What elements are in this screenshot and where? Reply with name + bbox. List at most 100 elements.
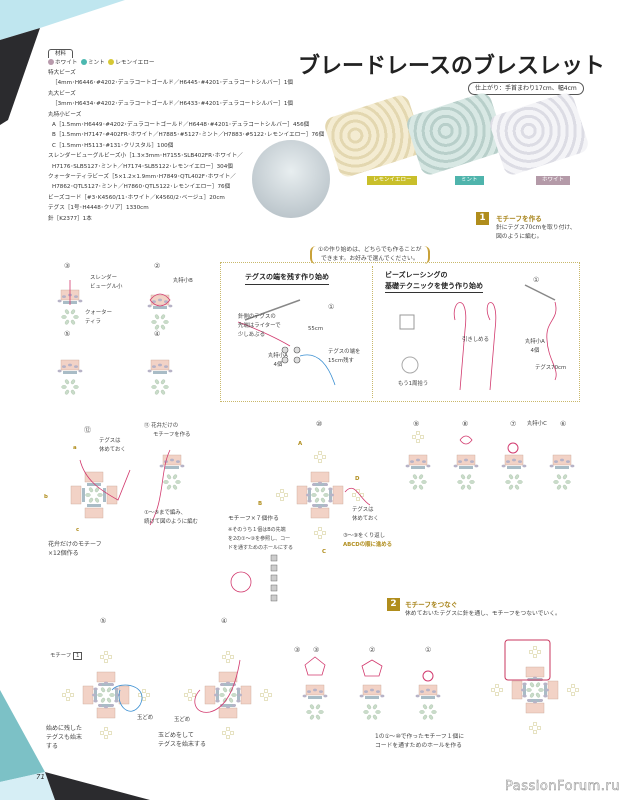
again-label: もう1周拾う <box>398 381 429 387</box>
flower-bead <box>222 687 228 693</box>
cross-bead <box>352 493 356 497</box>
cross-bead <box>142 697 146 701</box>
flower-bead <box>422 714 428 720</box>
flower-bead <box>151 320 157 324</box>
cross-bead <box>66 697 70 701</box>
cross-bead <box>533 654 537 658</box>
petal-bead <box>533 700 537 704</box>
cross-bead <box>567 688 571 692</box>
cross-bead <box>314 455 318 459</box>
bead-c <box>507 442 519 454</box>
petal-bead <box>168 369 173 373</box>
flower-bead <box>466 484 472 490</box>
cross-bead <box>537 726 541 730</box>
step-number: ⑤ <box>64 330 71 338</box>
step-number: ② <box>369 646 376 654</box>
flower-bead <box>419 710 425 714</box>
flower-bead <box>508 484 514 490</box>
petal-bead <box>68 363 72 367</box>
step2-caption: 1の①〜⑩で作ったモチーフ１個にコードを通すためのホールを作る <box>375 734 465 749</box>
cross-bead <box>104 735 108 739</box>
flower-bead <box>154 314 160 320</box>
bugle-beads <box>82 685 94 705</box>
cross-bead <box>495 692 499 696</box>
petal-bead <box>318 505 322 509</box>
cross-bead <box>360 493 364 497</box>
step-number: ① <box>533 276 540 284</box>
flower-bead <box>315 714 321 720</box>
flower-bead <box>163 320 169 324</box>
pull-label: 引きしめる <box>462 337 489 343</box>
cross-bead <box>533 722 537 726</box>
step-number: ① <box>425 646 432 654</box>
petal-bead <box>215 699 220 703</box>
flower-bead <box>366 704 372 710</box>
petal-bead <box>370 688 374 692</box>
material-line: ［3mm･H6434･#4202･デュラコートゴールド／H6433･#4201･… <box>52 101 293 108</box>
quarter-tila <box>221 683 235 686</box>
thread-path <box>237 321 291 347</box>
flower-bead <box>409 480 415 484</box>
cross-bead <box>575 688 579 692</box>
bugle-beads <box>84 471 104 483</box>
flower-bead <box>88 487 94 493</box>
cross-bead <box>104 659 108 663</box>
quarter-tila <box>555 466 569 469</box>
materials-tag: 材料 <box>48 49 74 58</box>
bugle-beads <box>218 707 238 719</box>
petal-bead <box>236 687 241 691</box>
material-line: ビーズコード［#3･K4560/11･ホワイト／K4560/2･ベージュ］20c… <box>48 194 225 201</box>
petal-bead <box>176 460 180 464</box>
cross-bead <box>276 493 280 497</box>
material-line: 丸大ビーズ <box>48 90 76 97</box>
flower-bead <box>562 484 568 490</box>
petal-bead <box>62 295 66 299</box>
petal-bead <box>527 698 531 702</box>
petal-bead <box>104 681 108 685</box>
material-line: スレンダービューグルビーズ小［1.3×3mm･H7155･SLB402FR･ホワ… <box>48 153 243 160</box>
petal-bead <box>158 298 162 302</box>
start-note: ①の作り始めは、どちらでも作ることができます。お好みで選んでください。 <box>310 246 430 264</box>
bugle-beads <box>106 485 118 505</box>
color-legend: ホワイト ミント レモンイエロー <box>48 58 154 68</box>
page-title: ブレードレースのブレスレット <box>298 53 605 79</box>
flower-bead <box>154 324 160 330</box>
motif-label: モチーフ 1 <box>50 652 83 661</box>
flower-bead <box>64 309 70 315</box>
step-number: ① <box>328 303 335 311</box>
step-number: ⑫ <box>84 426 91 434</box>
petal-bead <box>214 693 218 697</box>
flower-bead <box>428 714 434 720</box>
step2-text: 休めておいたテグスに針を通し、モチーフをつないでいく。 <box>405 611 561 617</box>
mini-motif <box>270 584 278 592</box>
petal-bead <box>318 481 322 485</box>
step-number: ⑦ <box>510 420 517 428</box>
bugle-beads <box>547 680 559 700</box>
petal-bead <box>432 690 436 694</box>
cross-bead <box>499 688 503 692</box>
flower-bead <box>460 484 466 490</box>
needle-icon <box>524 284 556 301</box>
cross-bead <box>222 731 226 735</box>
thread-path <box>344 487 371 506</box>
petal-bead <box>164 365 168 369</box>
petal-bead <box>110 703 114 707</box>
color-tag-mint: ミント <box>455 176 484 185</box>
thread-path <box>459 435 473 445</box>
flower-bead <box>553 480 559 484</box>
petal-bead <box>158 363 162 367</box>
cross-bead <box>108 731 112 735</box>
flower-bead <box>61 385 67 389</box>
quarter-tila <box>365 696 379 699</box>
cross-bead <box>226 651 230 655</box>
flower-bead <box>457 480 463 484</box>
cross-bead <box>188 697 192 701</box>
flower-bead <box>228 697 234 703</box>
petal-bead <box>521 688 525 692</box>
flower-bead <box>172 484 178 490</box>
petal-bead <box>104 705 108 709</box>
flower-bead <box>320 487 326 493</box>
thread-path <box>546 301 557 381</box>
petal-bead <box>78 369 83 373</box>
